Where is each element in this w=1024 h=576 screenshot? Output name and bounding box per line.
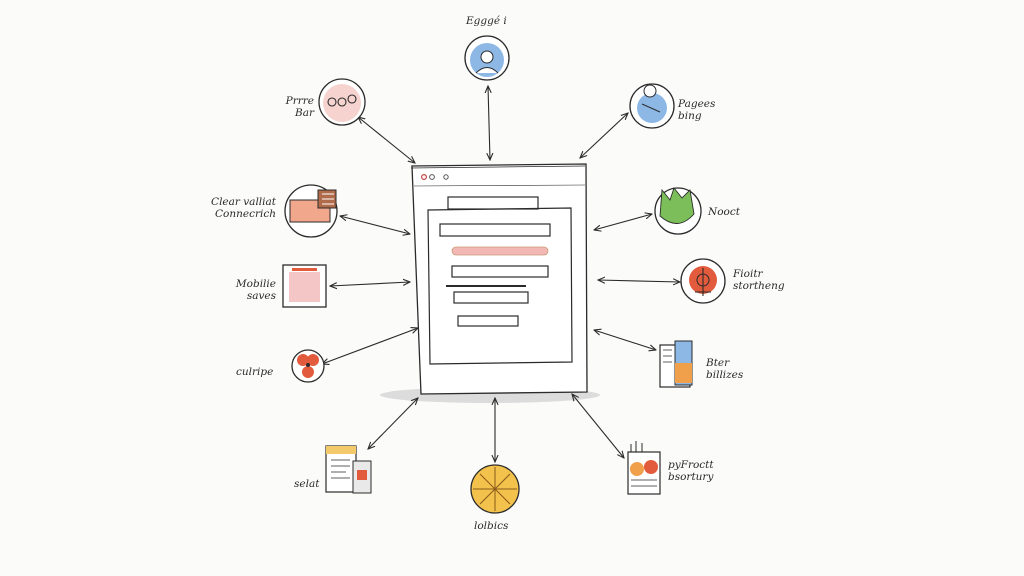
label-top-left: Prrre Bar	[270, 95, 314, 119]
label-bottom: lolbics	[474, 520, 508, 532]
label-top-left-line1: Prrre	[285, 95, 314, 107]
label-right-3-line1: Bter	[706, 357, 730, 369]
arrow-top-left	[358, 117, 415, 163]
form-row-6	[457, 315, 519, 327]
fan-icon	[291, 349, 325, 383]
arrow-bottom-left	[368, 398, 418, 449]
dots-badge-icon	[318, 78, 366, 126]
form-row-1	[439, 223, 551, 237]
label-left-1-line1: Clear valliat	[211, 196, 276, 208]
user-avatar-icon	[464, 35, 510, 81]
label-right-3-line2: billizes	[706, 369, 744, 381]
green-chart-icon	[654, 187, 702, 235]
label-right-1-line1: Nooct	[708, 206, 740, 218]
label-right-1: Nooct	[708, 206, 740, 218]
document-stack-icon	[659, 340, 693, 388]
window-dot-2	[429, 174, 435, 180]
arrow-right-3	[594, 330, 656, 350]
form-row-4	[446, 285, 526, 287]
folder-card-icon	[284, 184, 338, 238]
window-divider	[413, 184, 586, 187]
label-left-2-line2: saves	[246, 290, 276, 302]
label-left-1: Clear valliat Connecrich	[196, 196, 276, 220]
window-frame-sketch	[410, 165, 586, 169]
label-bottom-left: selat	[294, 478, 319, 490]
target-badge-icon	[680, 258, 726, 304]
label-bottom-right-line2: bsortury	[668, 471, 714, 483]
label-bottom-right-line1: pyFroctt	[668, 459, 714, 471]
arrow-left-1	[340, 216, 410, 234]
jar-icon	[627, 441, 661, 495]
label-top-right: Pagees bing	[678, 98, 715, 122]
label-top-right-line2: bing	[678, 110, 702, 122]
arrow-top-right	[580, 113, 628, 158]
label-right-3: Bter billizes	[706, 357, 743, 381]
label-left-2: Mobilie saves	[220, 278, 276, 302]
form-row-3	[451, 265, 549, 278]
form-row-5	[453, 291, 529, 304]
arrow-top	[488, 86, 490, 160]
label-right-2-line2: stortheng	[733, 280, 785, 292]
arrow-bottom-right	[572, 394, 624, 458]
label-right-2-line1: Fioitr	[733, 268, 763, 280]
label-top-left-line2: Bar	[295, 107, 314, 119]
label-right-2: Fioitr stortheng	[733, 268, 785, 292]
form-row-2-highlight	[451, 246, 549, 256]
label-top: Egggé i	[466, 15, 507, 27]
arrow-right-1	[594, 214, 652, 230]
label-bottom-line1: lolbics	[474, 520, 509, 532]
label-left-2-line1: Mobilie	[235, 278, 276, 290]
orange-wheel-icon	[470, 464, 520, 514]
label-left-1-line2: Connecrich	[215, 208, 276, 220]
label-bottom-left-line1: selat	[294, 478, 320, 490]
inner-panel	[427, 207, 573, 365]
mobile-frame-icon	[282, 264, 327, 308]
window-dot-3	[443, 174, 449, 180]
arrow-right-2	[598, 280, 680, 282]
notepad-icon	[325, 445, 372, 494]
arrow-left-2	[330, 282, 410, 286]
label-left-3: culripe	[236, 366, 273, 378]
label-top-line1: Egggé i	[466, 15, 507, 27]
arrow-left-3	[322, 328, 418, 364]
window-frame	[411, 163, 588, 395]
label-top-right-line1: Pagees	[678, 98, 716, 110]
label-left-3-line1: culripe	[236, 366, 274, 378]
center-window	[380, 163, 600, 403]
pages-globe-icon	[629, 83, 675, 129]
label-bottom-right: pyFroctt bsortury	[668, 459, 714, 483]
connectors	[322, 86, 680, 462]
window-dot-red	[421, 174, 428, 181]
